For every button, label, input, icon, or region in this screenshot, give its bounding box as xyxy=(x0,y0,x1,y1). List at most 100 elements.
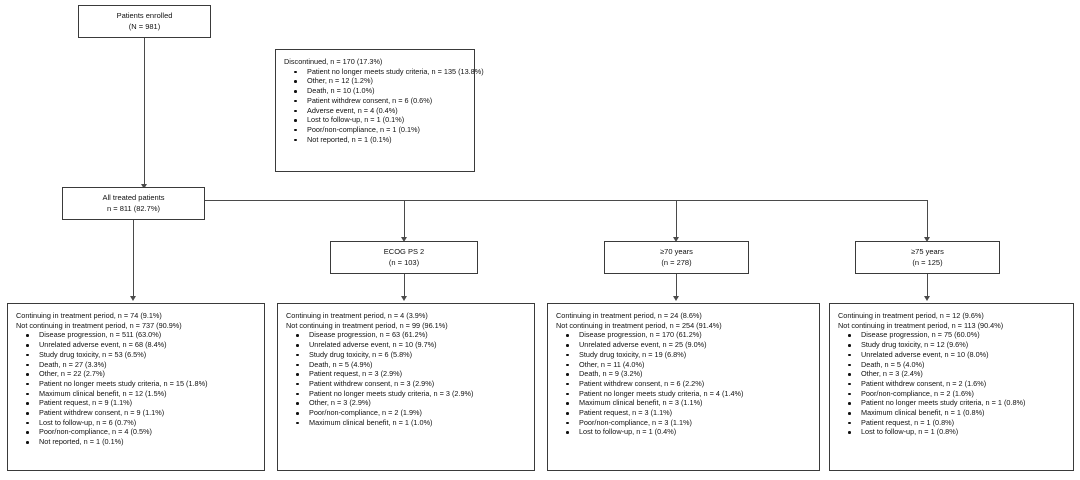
outcomes-list: Disease progression, n = 170 (61.2%) Unr… xyxy=(554,330,813,437)
list-item: Maximum clinical benefit, n = 1 (1.0%) xyxy=(284,418,528,428)
node-age75-line1: ≥75 years xyxy=(911,246,944,256)
list-item: Study drug toxicity, n = 53 (6.5%) xyxy=(14,350,258,360)
node-age70-line1: ≥70 years xyxy=(660,246,693,256)
list-item: Other, n = 3 (2.4%) xyxy=(836,369,1067,379)
outcomes-heading-continuing: Continuing in treatment period, n = 12 (… xyxy=(838,311,984,320)
list-item: Patient withdrew consent, n = 2 (1.6%) xyxy=(836,379,1067,389)
node-patients-enrolled-line1: Patients enrolled xyxy=(116,10,173,20)
list-item: Study drug toxicity, n = 6 (5.8%) xyxy=(284,350,528,360)
list-item: Patient request, n = 9 (1.1%) xyxy=(14,398,258,408)
branch-bus-horizontal xyxy=(205,200,927,201)
arrowhead-age70-outcomes xyxy=(673,296,679,301)
node-ecog-line1: ECOG PS 2 xyxy=(383,246,425,256)
arrowhead-all-treated xyxy=(141,184,147,189)
list-item: Unrelated adverse event, n = 68 (8.4%) xyxy=(14,340,258,350)
list-item: Maximum clinical benefit, n = 12 (1.5%) xyxy=(14,389,258,399)
node-all-treated-patients: All treated patients n = 811 (82.7%) xyxy=(62,187,205,220)
list-item: Poor/non-compliance, n = 4 (0.5%) xyxy=(14,427,258,437)
outcomes-list: Disease progression, n = 63 (61.2%) Unre… xyxy=(284,330,528,427)
box-ecog-outcomes: Continuing in treatment period, n = 4 (3… xyxy=(277,303,535,471)
node-age75-line2: (n = 125) xyxy=(912,257,943,267)
box-age75-outcomes: Continuing in treatment period, n = 12 (… xyxy=(829,303,1074,471)
box-all-treated-outcomes: Continuing in treatment period, n = 74 (… xyxy=(7,303,265,471)
list-item: Death, n = 5 (4.0%) xyxy=(836,360,1067,370)
list-item: Disease progression, n = 63 (61.2%) xyxy=(284,330,528,340)
list-item: Not reported, n = 1 (0.1%) xyxy=(14,437,258,447)
outcomes-heading-continuing: Continuing in treatment period, n = 74 (… xyxy=(16,311,162,320)
list-item: Patient withdrew consent, n = 9 (1.1%) xyxy=(14,408,258,418)
list-item: Death, n = 9 (3.2%) xyxy=(554,369,813,379)
list-item: Lost to follow-up, n = 1 (0.4%) xyxy=(554,427,813,437)
list-item: Maximum clinical benefit, n = 1 (0.8%) xyxy=(836,408,1067,418)
connector-enrolled-to-all-treated xyxy=(144,38,145,186)
outcomes-heading-not-continuing: Not continuing in treatment period, n = … xyxy=(838,320,1004,330)
list-item: Patient no longer meets study criteria, … xyxy=(284,389,528,399)
connector-to-age70 xyxy=(676,200,677,239)
list-item: Lost to follow-up, n = 6 (0.7%) xyxy=(14,418,258,428)
list-item: Poor/non-compliance, n = 2 (1.9%) xyxy=(284,408,528,418)
list-item: Lost to follow-up, n = 1 (0.8%) xyxy=(836,427,1067,437)
list-item: Death, n = 5 (4.9%) xyxy=(284,360,528,370)
outcomes-list: Disease progression, n = 511 (63.0%) Unr… xyxy=(14,330,258,446)
list-item: Patient withdrew consent, n = 6 (0.6%) xyxy=(282,96,468,106)
arrowhead-age70 xyxy=(673,237,679,242)
list-item: Unrelated adverse event, n = 25 (9.0%) xyxy=(554,340,813,350)
list-item: Study drug toxicity, n = 12 (9.6%) xyxy=(836,340,1067,350)
list-item: Disease progression, n = 75 (60.0%) xyxy=(836,330,1067,340)
node-age-70-plus: ≥70 years (n = 278) xyxy=(604,241,749,274)
list-item: Other, n = 12 (1.2%) xyxy=(282,76,468,86)
list-item: Patient request, n = 3 (2.9%) xyxy=(284,369,528,379)
list-item: Lost to follow-up, n = 1 (0.1%) xyxy=(282,115,468,125)
connector-all-treated-to-outcomes xyxy=(133,220,134,298)
list-item: Poor/non-compliance, n = 3 (1.1%) xyxy=(554,418,813,428)
outcomes-heading-not-continuing: Not continuing in treatment period, n = … xyxy=(16,320,182,330)
outcomes-list: Disease progression, n = 75 (60.0%) Stud… xyxy=(836,330,1067,437)
node-all-treated-line2: n = 811 (82.7%) xyxy=(106,203,161,213)
connector-age75-to-outcomes xyxy=(927,274,928,298)
list-item: Patient no longer meets study criteria, … xyxy=(14,379,258,389)
list-item: Unrelated adverse event, n = 10 (9.7%) xyxy=(284,340,528,350)
list-item: Patient withdrew consent, n = 3 (2.9%) xyxy=(284,379,528,389)
list-item: Unrelated adverse event, n = 10 (8.0%) xyxy=(836,350,1067,360)
node-age70-line2: (n = 278) xyxy=(661,257,692,267)
connector-to-age75 xyxy=(927,200,928,239)
node-patients-enrolled: Patients enrolled (N = 981) xyxy=(78,5,211,38)
connector-to-ecog xyxy=(404,200,405,239)
arrowhead-ecog-outcomes xyxy=(401,296,407,301)
connector-age70-to-outcomes xyxy=(676,274,677,298)
box-age70-outcomes: Continuing in treatment period, n = 24 (… xyxy=(547,303,820,471)
outcomes-heading-not-continuing: Not continuing in treatment period, n = … xyxy=(556,320,722,330)
list-item: Study drug toxicity, n = 19 (6.8%) xyxy=(554,350,813,360)
node-ecog-line2: (n = 103) xyxy=(388,257,420,267)
node-all-treated-line1: All treated patients xyxy=(102,192,165,202)
list-item: Other, n = 22 (2.7%) xyxy=(14,369,258,379)
list-item: Death, n = 10 (1.0%) xyxy=(282,86,468,96)
list-item: Patient no longer meets study criteria, … xyxy=(554,389,813,399)
outcomes-heading-continuing: Continuing in treatment period, n = 4 (3… xyxy=(286,311,428,320)
outcomes-heading-continuing: Continuing in treatment period, n = 24 (… xyxy=(556,311,702,320)
arrowhead-ecog xyxy=(401,237,407,242)
list-item: Death, n = 27 (3.3%) xyxy=(14,360,258,370)
node-age-75-plus: ≥75 years (n = 125) xyxy=(855,241,1000,274)
list-item: Patient withdrew consent, n = 6 (2.2%) xyxy=(554,379,813,389)
arrowhead-age75 xyxy=(924,237,930,242)
list-item: Patient no longer meets study criteria, … xyxy=(282,67,484,77)
outcomes-heading-not-continuing: Not continuing in treatment period, n = … xyxy=(286,320,448,330)
connector-ecog-to-outcomes xyxy=(404,274,405,298)
node-patients-enrolled-line2: (N = 981) xyxy=(128,21,161,31)
discontinued-heading: Discontinued, n = 170 (17.3%) xyxy=(284,57,383,66)
list-item: Other, n = 3 (2.9%) xyxy=(284,398,528,408)
arrowhead-all-treated-outcomes xyxy=(130,296,136,301)
arrowhead-age75-outcomes xyxy=(924,296,930,301)
list-item: Disease progression, n = 170 (61.2%) xyxy=(554,330,813,340)
list-item: Disease progression, n = 511 (63.0%) xyxy=(14,330,258,340)
list-item: Adverse event, n = 4 (0.4%) xyxy=(282,106,468,116)
discontinued-list: Patient no longer meets study criteria, … xyxy=(282,67,484,145)
list-item: Maximum clinical benefit, n = 3 (1.1%) xyxy=(554,398,813,408)
list-item: Patient no longer meets study criteria, … xyxy=(836,398,1067,408)
list-item: Other, n = 11 (4.0%) xyxy=(554,360,813,370)
node-ecog-ps-2: ECOG PS 2 (n = 103) xyxy=(330,241,478,274)
list-item: Patient request, n = 3 (1.1%) xyxy=(554,408,813,418)
list-item: Not reported, n = 1 (0.1%) xyxy=(282,135,468,145)
